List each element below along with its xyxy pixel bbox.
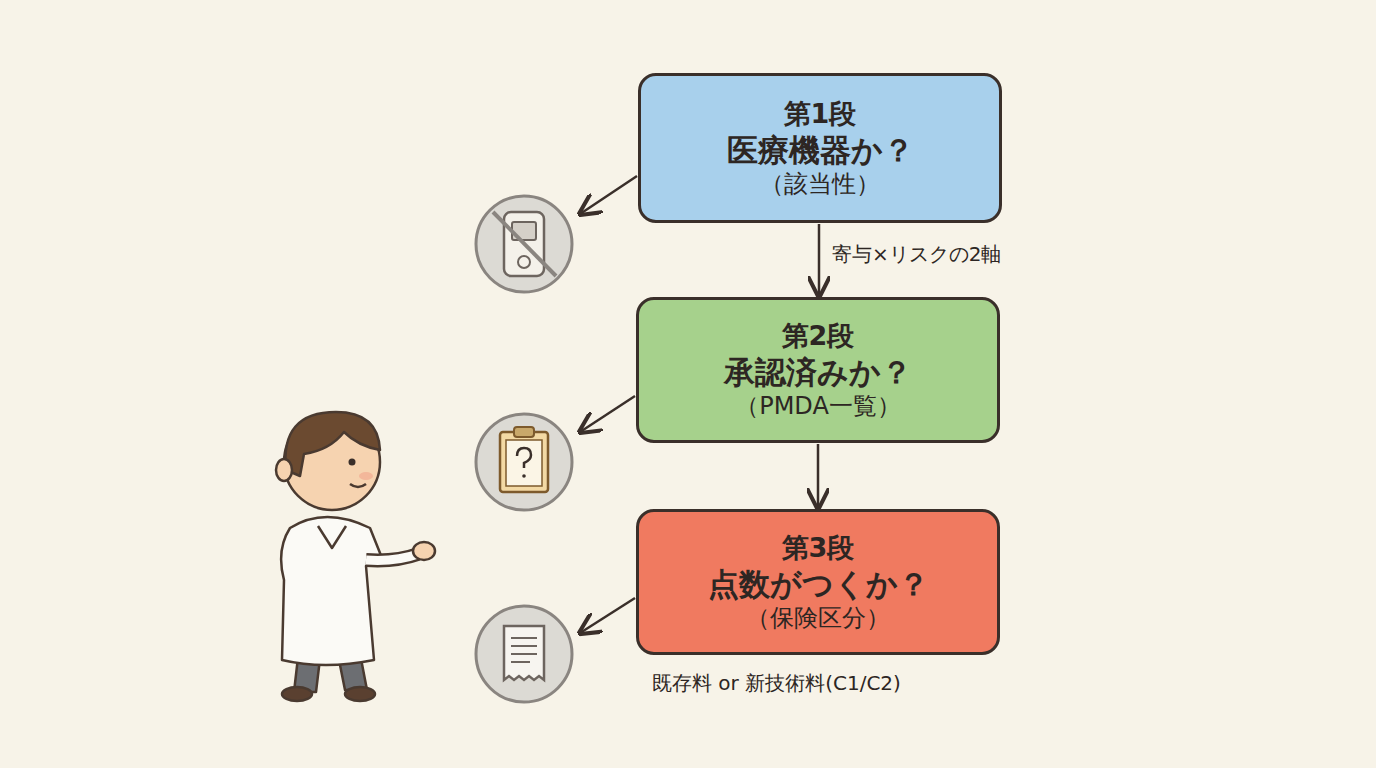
stage-note: （保険区分） [746,603,890,633]
stage-question: 医療機器か？ [727,131,914,170]
stage-question: 点数がつくか？ [708,565,929,604]
flow-arrow [818,224,821,296]
stage-number: 第3段 [782,531,855,565]
receipt-icon [476,606,572,702]
stage-number: 第2段 [782,319,855,353]
stage-box: 第3段点数がつくか？（保険区分） [636,509,1000,655]
doctor-figure [276,412,435,701]
stage-box: 第1段医療機器か？（該当性） [638,73,1002,223]
stage-question: 承認済みか？ [724,353,912,392]
stage-note: （該当性） [760,169,880,199]
clipboard-icon [476,414,572,510]
flow-arrow [817,444,820,508]
not-device-icon [476,196,572,292]
stage-box: 第2段承認済みか？（PMDA一覧） [636,297,1000,443]
edge-label: 寄与×リスクの2軸 [829,241,1004,268]
side-arrows [580,176,637,633]
stage-note: （PMDA一覧） [735,391,901,421]
note-label: 既存料 or 新技術料(C1/C2) [652,670,901,697]
stage-number: 第1段 [784,97,857,131]
